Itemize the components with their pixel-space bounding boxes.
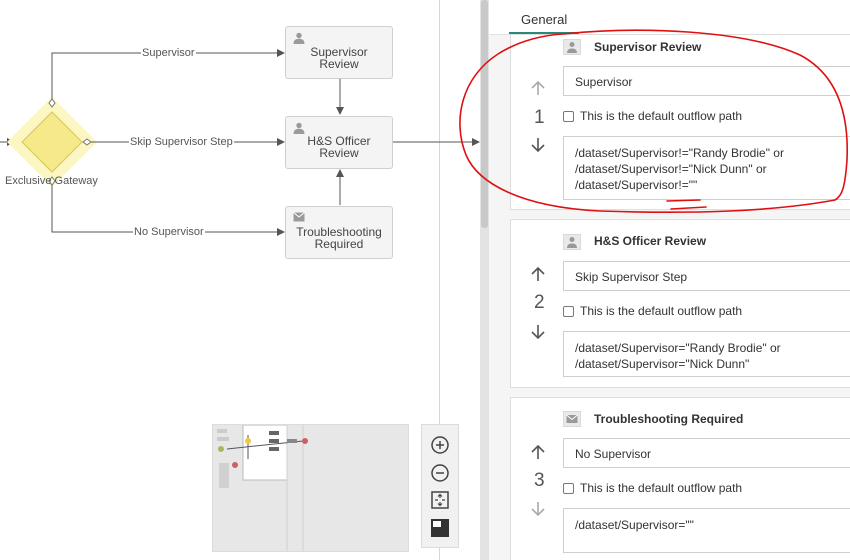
default-outflow-label: This is the default outflow path	[580, 304, 743, 318]
move-down-icon[interactable]	[530, 324, 546, 340]
default-outflow-label: This is the default outflow path	[580, 481, 743, 495]
exclusive-gateway[interactable]	[21, 111, 83, 173]
outflow-name-input[interactable]: Skip Supervisor Step	[563, 261, 850, 291]
outflow-order: 2	[534, 292, 545, 313]
task-label: Troubleshooting Required	[296, 225, 382, 251]
default-outflow-label: This is the default outflow path	[580, 109, 743, 123]
properties-panel: General Supervisor Review 1 Supervisor T…	[489, 0, 850, 560]
outflow-card: H&S Officer Review 2 Skip Supervisor Ste…	[510, 219, 850, 388]
fit-to-screen-icon[interactable]	[430, 490, 450, 510]
outflow-card: Supervisor Review 1 Supervisor This is t…	[510, 34, 850, 210]
flow-connectors	[0, 49, 480, 236]
outflow-card: Troubleshooting Required 3 No Supervisor…	[510, 397, 850, 560]
task-hs-officer-review[interactable]: H&S Officer Review	[285, 116, 393, 169]
zoom-in-icon[interactable]	[430, 435, 450, 455]
move-up-icon[interactable]	[530, 444, 546, 460]
edge-label-skip: Skip Supervisor Step	[129, 136, 234, 149]
move-up-icon[interactable]	[530, 80, 546, 96]
outflow-condition-input[interactable]: /dataset/Supervisor!="Randy Brodie" or /…	[563, 136, 850, 200]
minimap-preview	[217, 424, 308, 551]
user-icon	[293, 122, 305, 134]
move-down-icon[interactable]	[530, 501, 546, 517]
outflow-target: Troubleshooting Required	[594, 412, 744, 426]
move-up-icon[interactable]	[530, 266, 546, 282]
mail-icon	[563, 411, 581, 427]
minimap[interactable]	[212, 424, 409, 552]
edge-label-no-supervisor: No Supervisor	[133, 226, 205, 239]
default-outflow-checkbox[interactable]	[563, 111, 574, 122]
outflow-target: H&S Officer Review	[594, 234, 707, 248]
gateway-label: Exclusive Gateway	[5, 175, 98, 187]
tab-label: General	[521, 12, 568, 27]
outflow-condition-input[interactable]: /dataset/Supervisor="Randy Brodie" or /d…	[563, 331, 850, 377]
outflow-target: Supervisor Review	[594, 40, 702, 54]
flow-supervisor[interactable]	[51, 49, 285, 99]
scrollbar-thumb[interactable]	[481, 0, 488, 228]
default-outflow-checkbox[interactable]	[563, 483, 574, 494]
tab-bar: General	[489, 0, 850, 35]
task-label: Supervisor Review	[310, 45, 368, 71]
task-label: H&S Officer Review	[307, 134, 371, 160]
outflow-order: 3	[534, 470, 545, 491]
tab-general[interactable]: General	[509, 10, 579, 34]
mail-icon	[293, 212, 305, 222]
outflow-condition-input[interactable]: /dataset/Supervisor=""	[563, 508, 850, 553]
task-supervisor-review[interactable]: Supervisor Review	[285, 26, 393, 79]
process-canvas[interactable]: Supervisor Skip Supervisor Step No Super…	[0, 0, 480, 560]
minimap-toggle-icon[interactable]	[430, 518, 450, 538]
edge-label-supervisor: Supervisor	[141, 47, 196, 60]
task-troubleshooting[interactable]: Troubleshooting Required	[285, 206, 393, 259]
user-icon	[563, 234, 581, 250]
flow-no-supervisor[interactable]	[51, 185, 285, 236]
user-icon	[293, 32, 305, 44]
move-down-icon[interactable]	[530, 137, 546, 153]
panel-splitter-scrollbar[interactable]	[480, 0, 489, 560]
outflow-name-input[interactable]: Supervisor	[563, 66, 850, 96]
lane-divider	[439, 0, 440, 560]
outflow-order: 1	[534, 107, 545, 128]
default-outflow-checkbox[interactable]	[563, 306, 574, 317]
zoom-controls	[421, 424, 459, 548]
user-icon	[563, 39, 581, 55]
zoom-out-icon[interactable]	[430, 463, 450, 483]
outflow-name-input[interactable]: No Supervisor	[563, 438, 850, 468]
